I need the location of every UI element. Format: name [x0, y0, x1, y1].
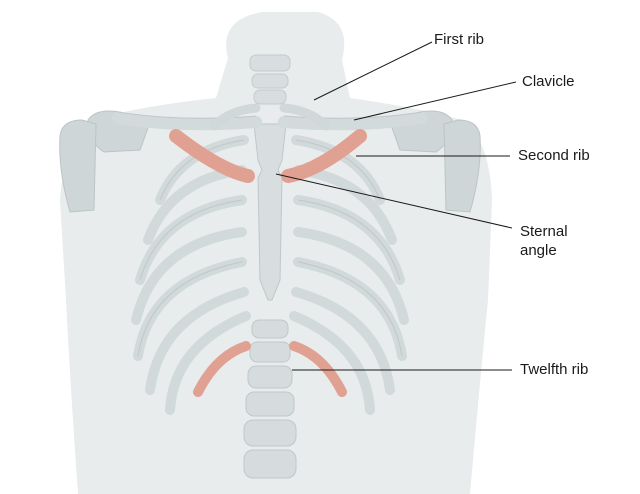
- label-sternal-angle: Sternal angle: [520, 222, 610, 260]
- label-second-rib: Second rib: [518, 146, 590, 165]
- cervical-spine: [250, 55, 290, 104]
- label-sternal-angle-line2: angle: [520, 241, 610, 260]
- label-clavicle: Clavicle: [522, 72, 575, 91]
- vertebral-column: [244, 320, 296, 478]
- label-twelfth-rib: Twelfth rib: [520, 360, 588, 379]
- label-first-rib: First rib: [434, 30, 484, 49]
- label-sternal-angle-line1: Sternal: [520, 222, 610, 241]
